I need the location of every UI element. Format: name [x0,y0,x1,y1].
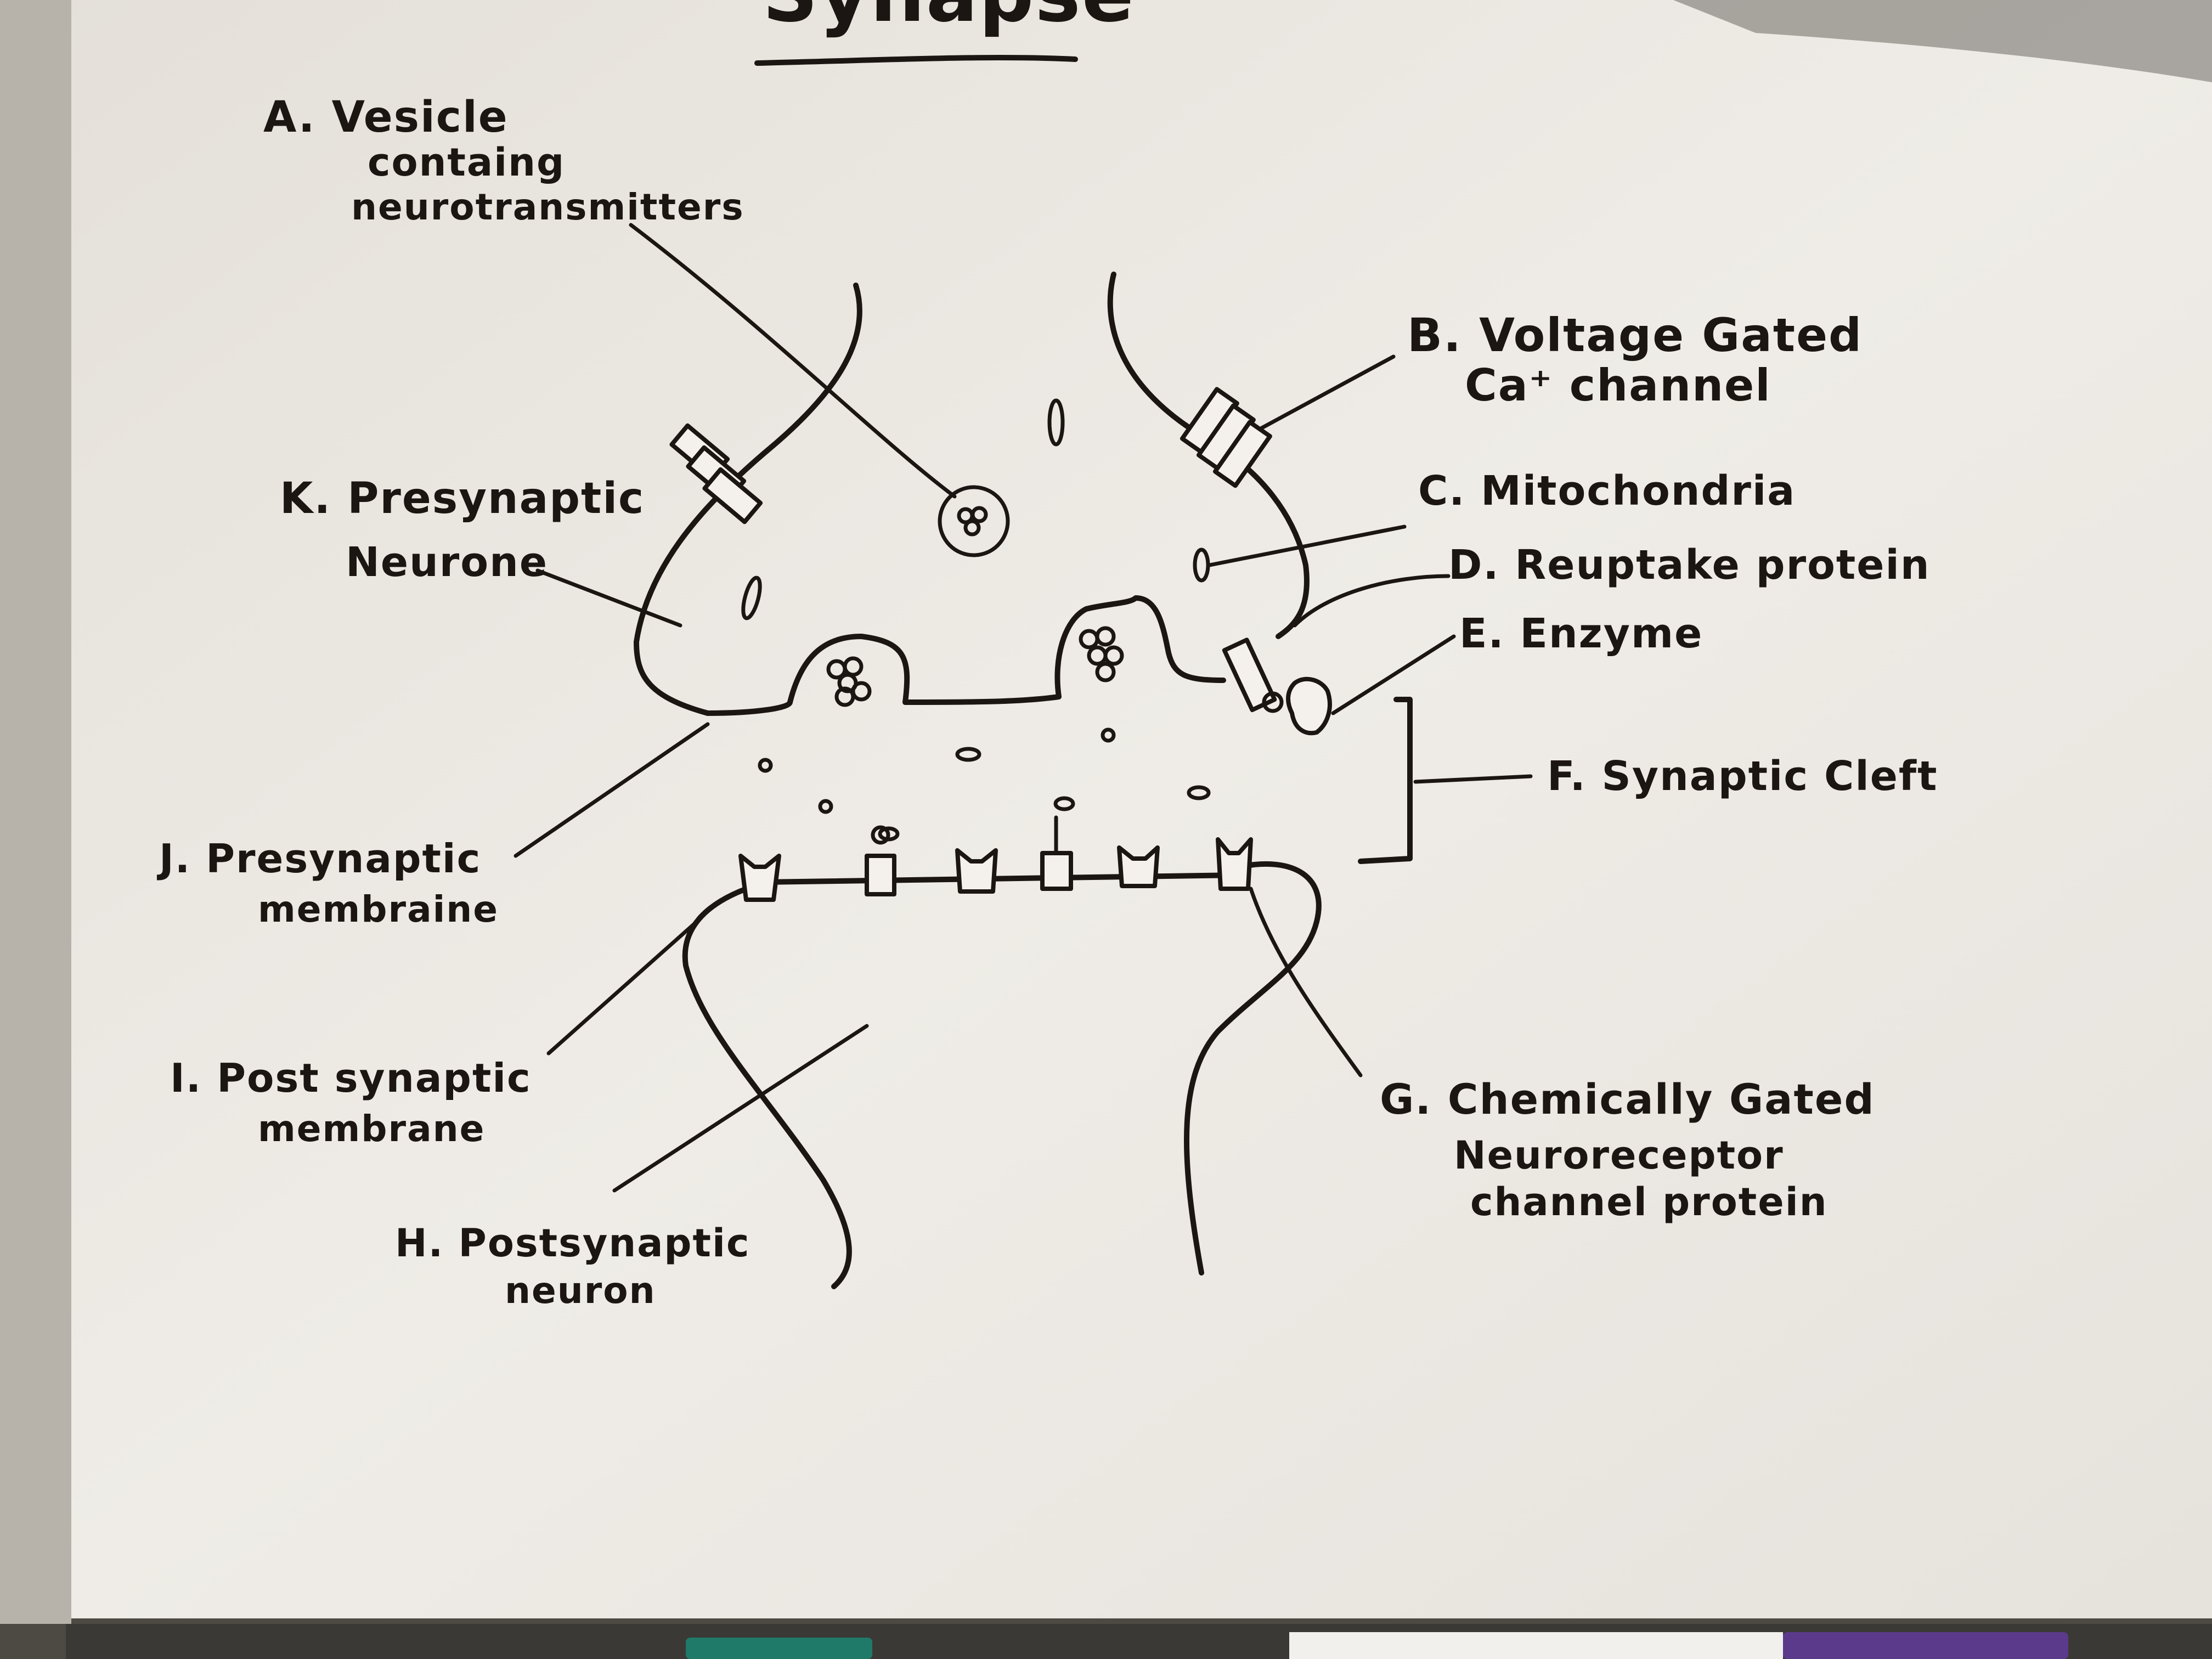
enzyme [1286,676,1332,736]
label-e: E. Enzyme [1459,610,1703,657]
receptor-2 [865,825,896,896]
label-b-line2: Ca⁺ channel [1465,360,1771,411]
label-i-line1: I. Post synaptic [170,1055,532,1101]
title-underline [754,55,1078,66]
leader-h [612,1024,869,1193]
voltage-gated-channel-right [1180,387,1272,488]
board-left-edge [0,0,71,1624]
presynaptic-membrane [705,595,1226,716]
label-f: F. Synaptic Cleft [1547,753,1938,800]
leader-f [1413,774,1533,784]
green-marker [686,1638,872,1659]
postsynaptic-neuron-right [1184,861,1322,1276]
fusing-vesicle-right [1079,626,1124,682]
reuptake-protein [1222,637,1284,713]
leader-d [1293,574,1451,628]
label-k-line1: K. Presynaptic [280,474,645,523]
label-c: C. Mitochondria [1418,467,1796,515]
receptor-3 [955,848,998,894]
receptor-6 [1216,837,1253,891]
receptor-5 [1117,845,1160,888]
receptor-4 [1040,815,1073,891]
white-marker-label [1289,1632,1783,1659]
leader-b [1260,354,1396,430]
synaptic-cleft-bracket [1358,697,1413,864]
label-j-line1: J. Presynaptic [156,836,481,882]
label-g-line1: G. Chemically Gated [1380,1075,1875,1124]
label-i-line2: membrane [258,1108,485,1150]
board-surface [22,0,2212,1618]
label-j-line2: membraine [258,888,499,930]
leader-i [546,919,699,1056]
voltage-gated-channel-left [669,423,763,524]
leader-g [1249,887,1363,1077]
leader-a [629,223,957,499]
presynaptic-neuron-outline [634,283,862,716]
vesicle [938,485,1010,557]
mitochondrion-top [1047,398,1065,447]
label-b-line1: B. Voltage Gated [1407,308,1863,362]
shadow-top-right [1673,0,2212,82]
label-h-line2: neuron [505,1269,656,1312]
label-h-line1: H. Postsynaptic [395,1221,751,1266]
label-a-line3: neurotransmitters [351,186,744,228]
label-d: D. Reuptake protein [1448,541,1931,589]
leader-e [1331,634,1456,715]
label-g-line2: Neuroreceptor [1454,1133,1784,1178]
leader-k [535,568,682,628]
label-a-line1: A. Vesicle [263,93,509,142]
label-a-line2: containg [368,140,565,185]
fusing-vesicle-left [826,656,872,707]
mitochondrion-left [741,575,762,620]
leader-j [514,722,710,858]
purple-marker [1783,1632,2068,1659]
postsynaptic-membrane-line [760,872,1243,885]
receptor-1 [738,854,781,902]
diagram-title: Synapse [763,0,1135,40]
leader-c [1207,524,1407,567]
label-g-line3: channel protein [1470,1180,1828,1224]
label-k-line2: Neurone [346,539,548,586]
